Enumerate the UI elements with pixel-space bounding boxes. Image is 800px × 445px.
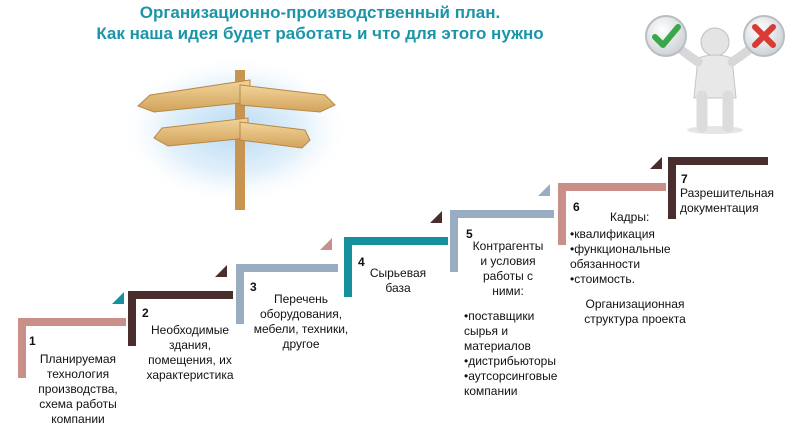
step-2-number: 2 [142,306,149,320]
step-2-arrow [215,265,227,277]
cross-icon [743,15,785,57]
step-1-arrow [112,292,124,304]
step-3-number: 3 [250,280,257,294]
step-5-number: 5 [466,227,473,241]
step-1-number: 1 [29,334,36,348]
step-3-arrow [320,238,332,250]
step-4-arrow [430,211,442,223]
step-4-number: 4 [358,255,365,269]
step-7-number: 7 [681,172,688,186]
person-figure-illustration [645,15,785,134]
page-title: Организационно-производственный план. Ка… [20,2,620,44]
step-6-number: 6 [573,200,580,214]
step-6-heading: Кадры: [610,210,650,224]
step-6-arrow [650,157,662,169]
signpost-illustration [120,55,350,210]
check-icon [645,15,687,57]
title-line-1: Организационно-производственный план. [139,3,501,22]
step-5-arrow [538,184,550,196]
title-line-2: Как наша идея будет работать и что для э… [96,24,544,43]
